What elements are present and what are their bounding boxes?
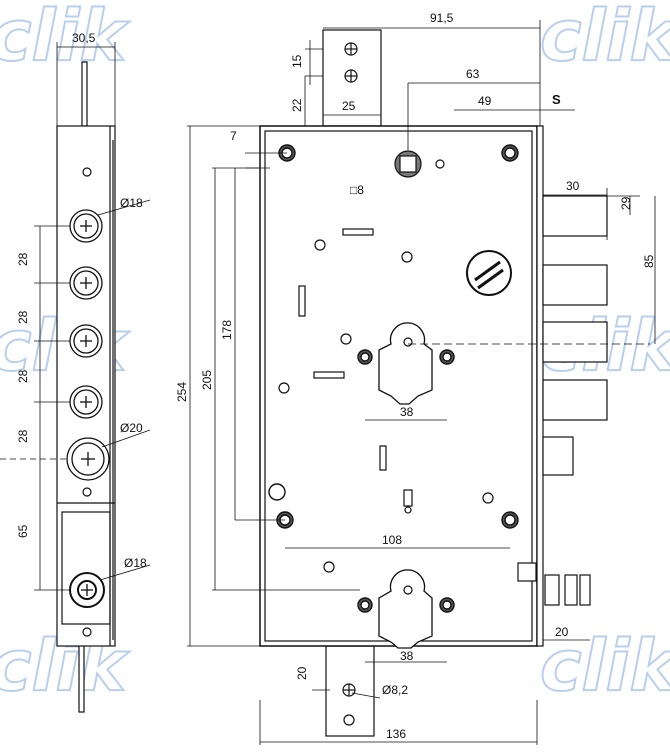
side-view (0, 42, 151, 713)
cylinder-diameter-label: Ø18 (124, 556, 147, 570)
bottom-tab-label: 20 (295, 666, 309, 680)
large-bolt-diameter-label: Ø20 (120, 421, 143, 435)
front-view (187, 20, 656, 745)
front-view-labels: 91,5 15 22 25 63 49 S 7 □8 30 29 85 254 … (175, 11, 656, 741)
spindle-offset-label: 49 (478, 94, 492, 108)
pitch-label: 28 (16, 252, 30, 266)
watermark: clik (0, 0, 130, 77)
pitch-label: 28 (16, 369, 30, 383)
pitch-label: 28 (16, 310, 30, 324)
bolt-diameter-label: Ø18 (120, 196, 143, 210)
hole-spacing-label: 108 (382, 533, 402, 547)
tab-hole-pitch-label: 15 (290, 54, 304, 68)
square-spindle-label: □8 (350, 183, 364, 197)
latch-label: 20 (555, 625, 569, 639)
side-view-labels: 30,5 Ø18 28 28 28 28 Ø20 65 Ø18 (16, 31, 147, 570)
pitch-label: 28 (16, 429, 30, 443)
bolt-offset-label: 29 (619, 196, 633, 210)
watermark: clik (540, 0, 670, 77)
tab-width-label: 25 (342, 99, 356, 113)
bolt-pitch-label: 85 (642, 254, 656, 268)
cylinder-width-label: 38 (400, 405, 414, 419)
height-inner-label: 205 (200, 370, 214, 390)
top-width-label: 91,5 (430, 11, 454, 25)
total-width-label: 136 (386, 727, 406, 741)
bolt-projection-label: 30 (566, 179, 580, 193)
height-178-label: 178 (220, 320, 234, 340)
height-label: 254 (175, 382, 189, 402)
backset-label: 63 (466, 67, 480, 81)
watermark: clik (540, 625, 670, 707)
tab-height-label: 22 (290, 98, 304, 112)
lower-cylinder-width-label: 38 (400, 649, 414, 663)
lower-pitch-label: 65 (16, 524, 30, 538)
corner-offset-label: 7 (230, 129, 237, 143)
hole-diameter-label: Ø8,2 (382, 683, 408, 697)
s-label: S (552, 92, 561, 107)
side-width-label: 30,5 (72, 31, 96, 45)
